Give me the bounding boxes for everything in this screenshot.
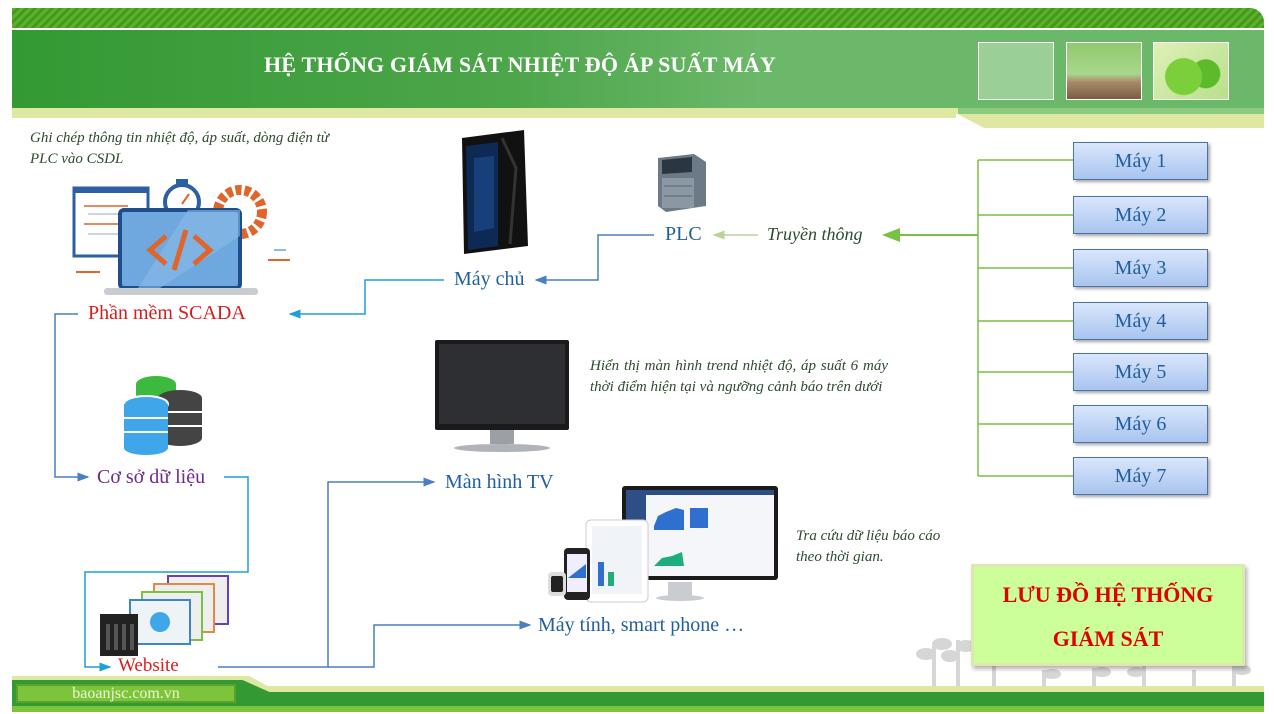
flowchart-title-line2: GIÁM SÁT xyxy=(1052,626,1164,651)
machine-4: Máy 4 xyxy=(1073,302,1208,340)
plc-label: PLC xyxy=(665,223,702,245)
header-hatch-band xyxy=(12,8,1264,28)
flowchart-title-line1: LƯU ĐỒ HỆ THỐNG xyxy=(1002,582,1214,607)
tv-note: Hiển thị màn hình trend nhiệt độ, áp suấ… xyxy=(590,358,888,395)
website-server-icon xyxy=(98,574,232,658)
server-label: Máy chủ xyxy=(454,268,525,290)
page-title: HỆ THỐNG GIÁM SÁT NHIỆT ĐỘ ÁP SUẤT MÁY xyxy=(263,52,777,77)
tv-monitor-icon xyxy=(434,340,570,454)
header-underline xyxy=(12,108,956,118)
website-to-tv-arrow xyxy=(218,477,436,668)
header-banner xyxy=(12,30,1264,108)
plc-to-server-arrow xyxy=(534,234,654,285)
footer-band-bright xyxy=(12,706,1264,712)
database-label: Cơ sở dữ liệu xyxy=(97,466,206,488)
communication-label: Truyền thông xyxy=(767,224,863,244)
machine-bus xyxy=(977,159,1073,477)
header-underline-accent xyxy=(958,108,1264,114)
footer-band-light xyxy=(12,686,1264,694)
scada-note: Ghi chép thông tin nhiệt độ, áp suất, dò… xyxy=(30,130,329,167)
scada-illustration-icon xyxy=(68,176,304,296)
flowchart-title-box: LƯU ĐỒ HỆ THỐNG GIÁM SÁT xyxy=(971,564,1245,666)
plc-device-icon xyxy=(654,152,710,216)
machine-1: Máy 1 xyxy=(1073,142,1208,180)
website-label: Website xyxy=(118,655,179,676)
server-to-scada-arrow xyxy=(288,279,444,319)
header-thumbnail-sprout xyxy=(1066,42,1142,100)
machine-2: Máy 2 xyxy=(1073,196,1208,234)
machine-5: Máy 5 xyxy=(1073,353,1208,391)
machine-3: Máy 3 xyxy=(1073,249,1208,287)
devices-illustration-icon xyxy=(546,486,780,606)
machine-6: Máy 6 xyxy=(1073,405,1208,443)
machine-7: Máy 7 xyxy=(1073,457,1208,495)
website-to-devices-arrow xyxy=(328,620,532,668)
header-thumbnail-blank xyxy=(978,42,1054,100)
devices-label: Máy tính, smart phone … xyxy=(538,614,745,636)
header-thumbnail-leaves xyxy=(1153,42,1229,100)
device-note: Tra cứu dữ liệu báo cáo theo thời gian. xyxy=(796,528,941,565)
footer-website-link[interactable]: baoanjsc.com.vn xyxy=(16,684,236,703)
server-tower-icon xyxy=(454,128,534,256)
footer-band-dark xyxy=(12,692,1264,708)
scada-to-database-arrow xyxy=(54,313,90,482)
database-to-website-arrow xyxy=(84,476,249,672)
scada-label: Phần mềm SCADA xyxy=(88,302,246,324)
tv-label: Màn hình TV xyxy=(445,471,554,493)
database-icon xyxy=(122,374,204,456)
